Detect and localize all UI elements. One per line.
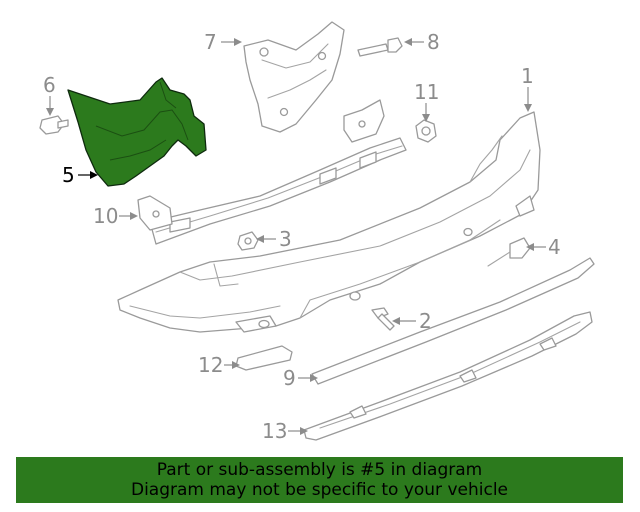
callout-5-label: 5 <box>62 163 75 187</box>
callout-3-label: 3 <box>279 227 292 251</box>
callout-12: 12 <box>198 353 240 377</box>
part-7-bracket[interactable] <box>243 21 345 133</box>
part-9-trim-strip[interactable] <box>311 257 595 385</box>
callout-1: 1 <box>521 64 534 112</box>
callout-9: 9 <box>283 366 318 390</box>
banner-line-1: Part or sub-assembly is #5 in diagram <box>156 460 483 480</box>
callout-4: 4 <box>526 235 561 259</box>
callout-8-label: 8 <box>427 30 440 54</box>
part-10-reinforcement[interactable] <box>137 99 407 245</box>
callout-8: 8 <box>404 30 440 54</box>
callout-5: 5 <box>62 163 98 187</box>
part-6-clip[interactable] <box>39 115 69 135</box>
part-5-highlighted[interactable] <box>67 77 207 187</box>
callout-7-label: 7 <box>204 30 217 54</box>
banner-line-2: Diagram may not be specific to your vehi… <box>130 480 508 500</box>
callout-10-label: 10 <box>93 204 118 228</box>
callout-3: 3 <box>256 227 292 251</box>
callout-2: 2 <box>392 309 432 333</box>
callout-11-label: 11 <box>414 80 439 104</box>
part-11-nut[interactable] <box>415 119 437 143</box>
callout-12-label: 12 <box>198 353 223 377</box>
callout-1-label: 1 <box>521 64 534 88</box>
callout-9-label: 9 <box>283 366 296 390</box>
callout-6: 6 <box>43 73 56 116</box>
parts-diagram: 1 2 3 4 5 6 7 8 9 10 <box>39 21 595 443</box>
callout-13: 13 <box>262 419 308 443</box>
callout-11: 11 <box>414 80 439 122</box>
part-1-bumper-cover[interactable] <box>117 111 541 333</box>
part-8-push-pin[interactable] <box>357 37 403 57</box>
part-2-screw[interactable] <box>371 307 395 331</box>
info-banner: Part or sub-assembly is #5 in diagram Di… <box>16 457 623 503</box>
callout-13-label: 13 <box>262 419 287 443</box>
callout-4-label: 4 <box>548 235 561 259</box>
callout-6-label: 6 <box>43 73 56 97</box>
callout-7: 7 <box>204 30 242 54</box>
callout-2-label: 2 <box>419 309 432 333</box>
part-13-skid-plate[interactable] <box>303 311 593 441</box>
callout-10: 10 <box>93 204 138 228</box>
part-3-clip[interactable] <box>237 231 259 251</box>
part-4-sensor[interactable] <box>487 237 531 267</box>
